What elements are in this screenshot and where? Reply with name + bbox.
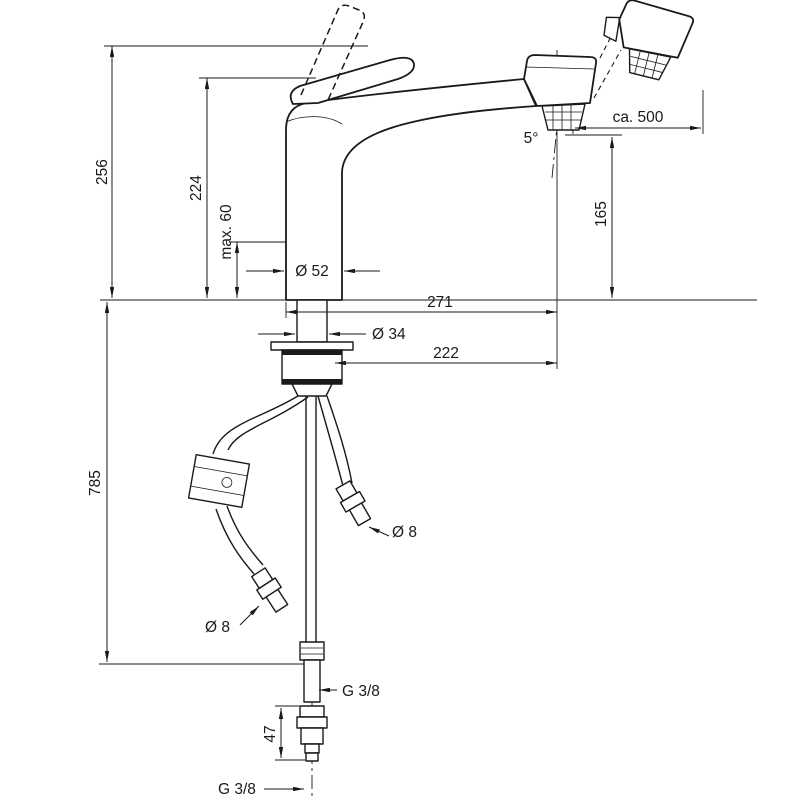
hose-manifold: [291, 383, 333, 397]
label-hose-dia-lower: Ø 8: [205, 619, 230, 636]
spray-head-extended: [603, 0, 695, 81]
dimension-labels: 256 224 max. 60 Ø 52 271 Ø 34 222 785 16…: [87, 109, 664, 798]
hose-male-thread: [303, 659, 321, 703]
label-base-dia: Ø 52: [295, 263, 329, 280]
threaded-shank: [296, 299, 328, 343]
handle-lever: [289, 56, 415, 105]
nut-band-top: [282, 350, 342, 355]
spray-head-docked: [523, 54, 598, 107]
label-shank-dia: Ø 34: [372, 326, 406, 343]
connector-thread-tip: [305, 752, 319, 762]
body-seam: [285, 116, 343, 125]
hose-fitting-lower: [250, 567, 289, 613]
label-thread-bottom: G 3/8: [218, 781, 256, 798]
hose-left-lower-inner: [215, 508, 255, 575]
connector-knurl: [300, 727, 324, 745]
hose-center-crimp: [299, 641, 325, 661]
label-hose-dia-upper: Ø 8: [392, 524, 417, 541]
handle-raised-position: [300, 4, 366, 101]
hose-left-lower-outer: [226, 505, 264, 566]
leader-d8-upper: [368, 526, 390, 537]
label-projection: 271: [427, 294, 453, 311]
mounting-assembly: [270, 299, 354, 397]
label-outlet-height: 165: [593, 201, 610, 227]
hose-fitting-upper: [335, 480, 372, 527]
label-height-total: 256: [94, 159, 111, 185]
label-max-thickness: max. 60: [218, 204, 235, 260]
extended-head-body: [618, 0, 695, 59]
mounting-nut: [281, 349, 343, 385]
connector-neck: [304, 743, 320, 754]
extension-lines: [99, 45, 704, 761]
nut-band-bottom: [282, 379, 342, 384]
spray-nozzle: [541, 103, 586, 131]
extended-nozzle-grid: [629, 50, 666, 79]
label-adapter-len: 47: [262, 725, 279, 742]
spray-head-seam: [525, 66, 595, 70]
hose-left-inner: [227, 396, 309, 451]
label-reach: 222: [433, 345, 459, 362]
bottom-connector: [296, 705, 328, 762]
hoses: [187, 395, 372, 703]
connector-collar: [296, 716, 328, 729]
label-height-spout: 224: [188, 175, 205, 201]
connector-hex: [299, 705, 325, 718]
label-hose-drop: 785: [87, 470, 104, 496]
leader-d8-lower: [239, 605, 260, 626]
hose-right-outer: [317, 395, 344, 487]
spray-nozzle-grid: [545, 104, 582, 130]
label-pullout: ca. 500: [613, 109, 664, 126]
hose-left-outer: [212, 395, 299, 455]
extended-head-stub: [603, 16, 621, 43]
label-thread-top: G 3/8: [342, 683, 380, 700]
faucet-above-deck: [285, 0, 695, 301]
hose-valve-box: [187, 453, 251, 509]
stabilizer-plate: [270, 341, 354, 351]
hose-right-inner: [326, 395, 353, 484]
dimension-lines: [104, 46, 701, 792]
label-angle: 5°: [524, 130, 539, 147]
